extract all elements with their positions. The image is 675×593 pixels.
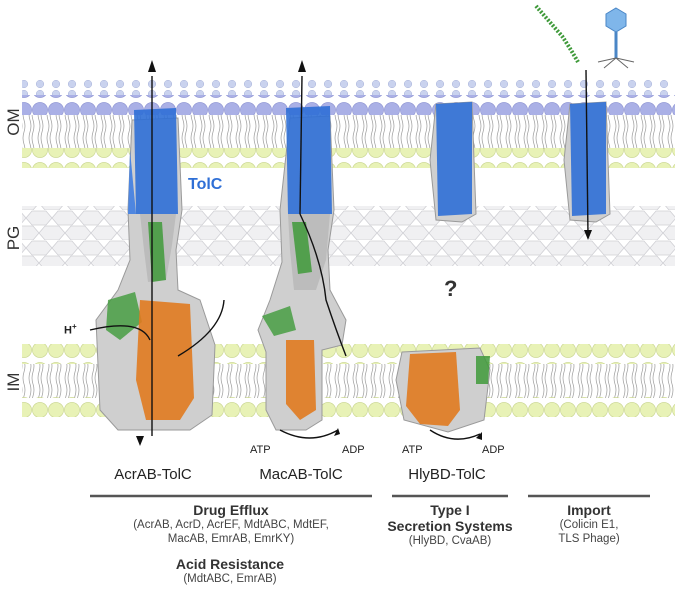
type1-list: (HlyBD, CvaAB) (408, 535, 492, 547)
drug-efflux-title: Drug Efflux (193, 502, 269, 518)
macab-tolc-complex (257, 60, 347, 439)
acrab-tolc-complex (89, 60, 225, 446)
unknown-adaptor-label: ? (444, 276, 458, 301)
type1-title-line-1: Type I (430, 502, 470, 518)
complex-name-macab: MacAB-TolC (259, 466, 343, 483)
import-title: Import (567, 502, 611, 518)
macab-atp-label: ATP (250, 444, 271, 456)
om-label: OM (4, 108, 23, 136)
macab-adp-label: ADP (342, 444, 365, 456)
colicin-e1-icon (534, 4, 580, 63)
complex-name-hlybd: HlyBD-TolC (408, 466, 486, 483)
acid-resistance-list: (MdtABC, EmrAB) (183, 573, 277, 585)
pg-label: PG (4, 225, 23, 251)
tls-phage-icon (597, 7, 635, 69)
category-acid-resistance: Acid Resistance (MdtABC, EmrAB) (130, 556, 330, 586)
import-list-line-2: TLS Phage) (558, 533, 620, 545)
complex-name-acrab: AcrAB-TolC (114, 466, 192, 483)
type1-title-line-2: Secretion Systems (387, 518, 513, 534)
category-import: Import (Colicin E1, TLS Phage) (528, 502, 650, 546)
drug-efflux-list-line-2: MacAB, EmrAB, EmrKY) (167, 533, 295, 545)
category-drug-efflux: Drug Efflux (AcrAB, AcrD, AcrEF, MdtABC,… (90, 502, 372, 546)
drug-efflux-list-line-1: (AcrAB, AcrD, AcrEF, MdtABC, MdtEF, (133, 519, 329, 531)
tolc-label: TolC (188, 176, 223, 193)
acid-resistance-title: Acid Resistance (175, 556, 285, 572)
hlybd-atp-label: ATP (402, 444, 423, 456)
hlybd-tolc-complex (395, 101, 491, 440)
im-label: IM (4, 372, 23, 392)
category-type1-secretion: Type I Secretion Systems (HlyBD, CvaAB) (380, 502, 520, 548)
import-list-line-1: (Colicin E1, (559, 519, 619, 531)
hlybd-adp-label: ADP (482, 444, 505, 456)
import-tolc-complex (563, 69, 611, 240)
proton-label: H+ (64, 322, 77, 337)
